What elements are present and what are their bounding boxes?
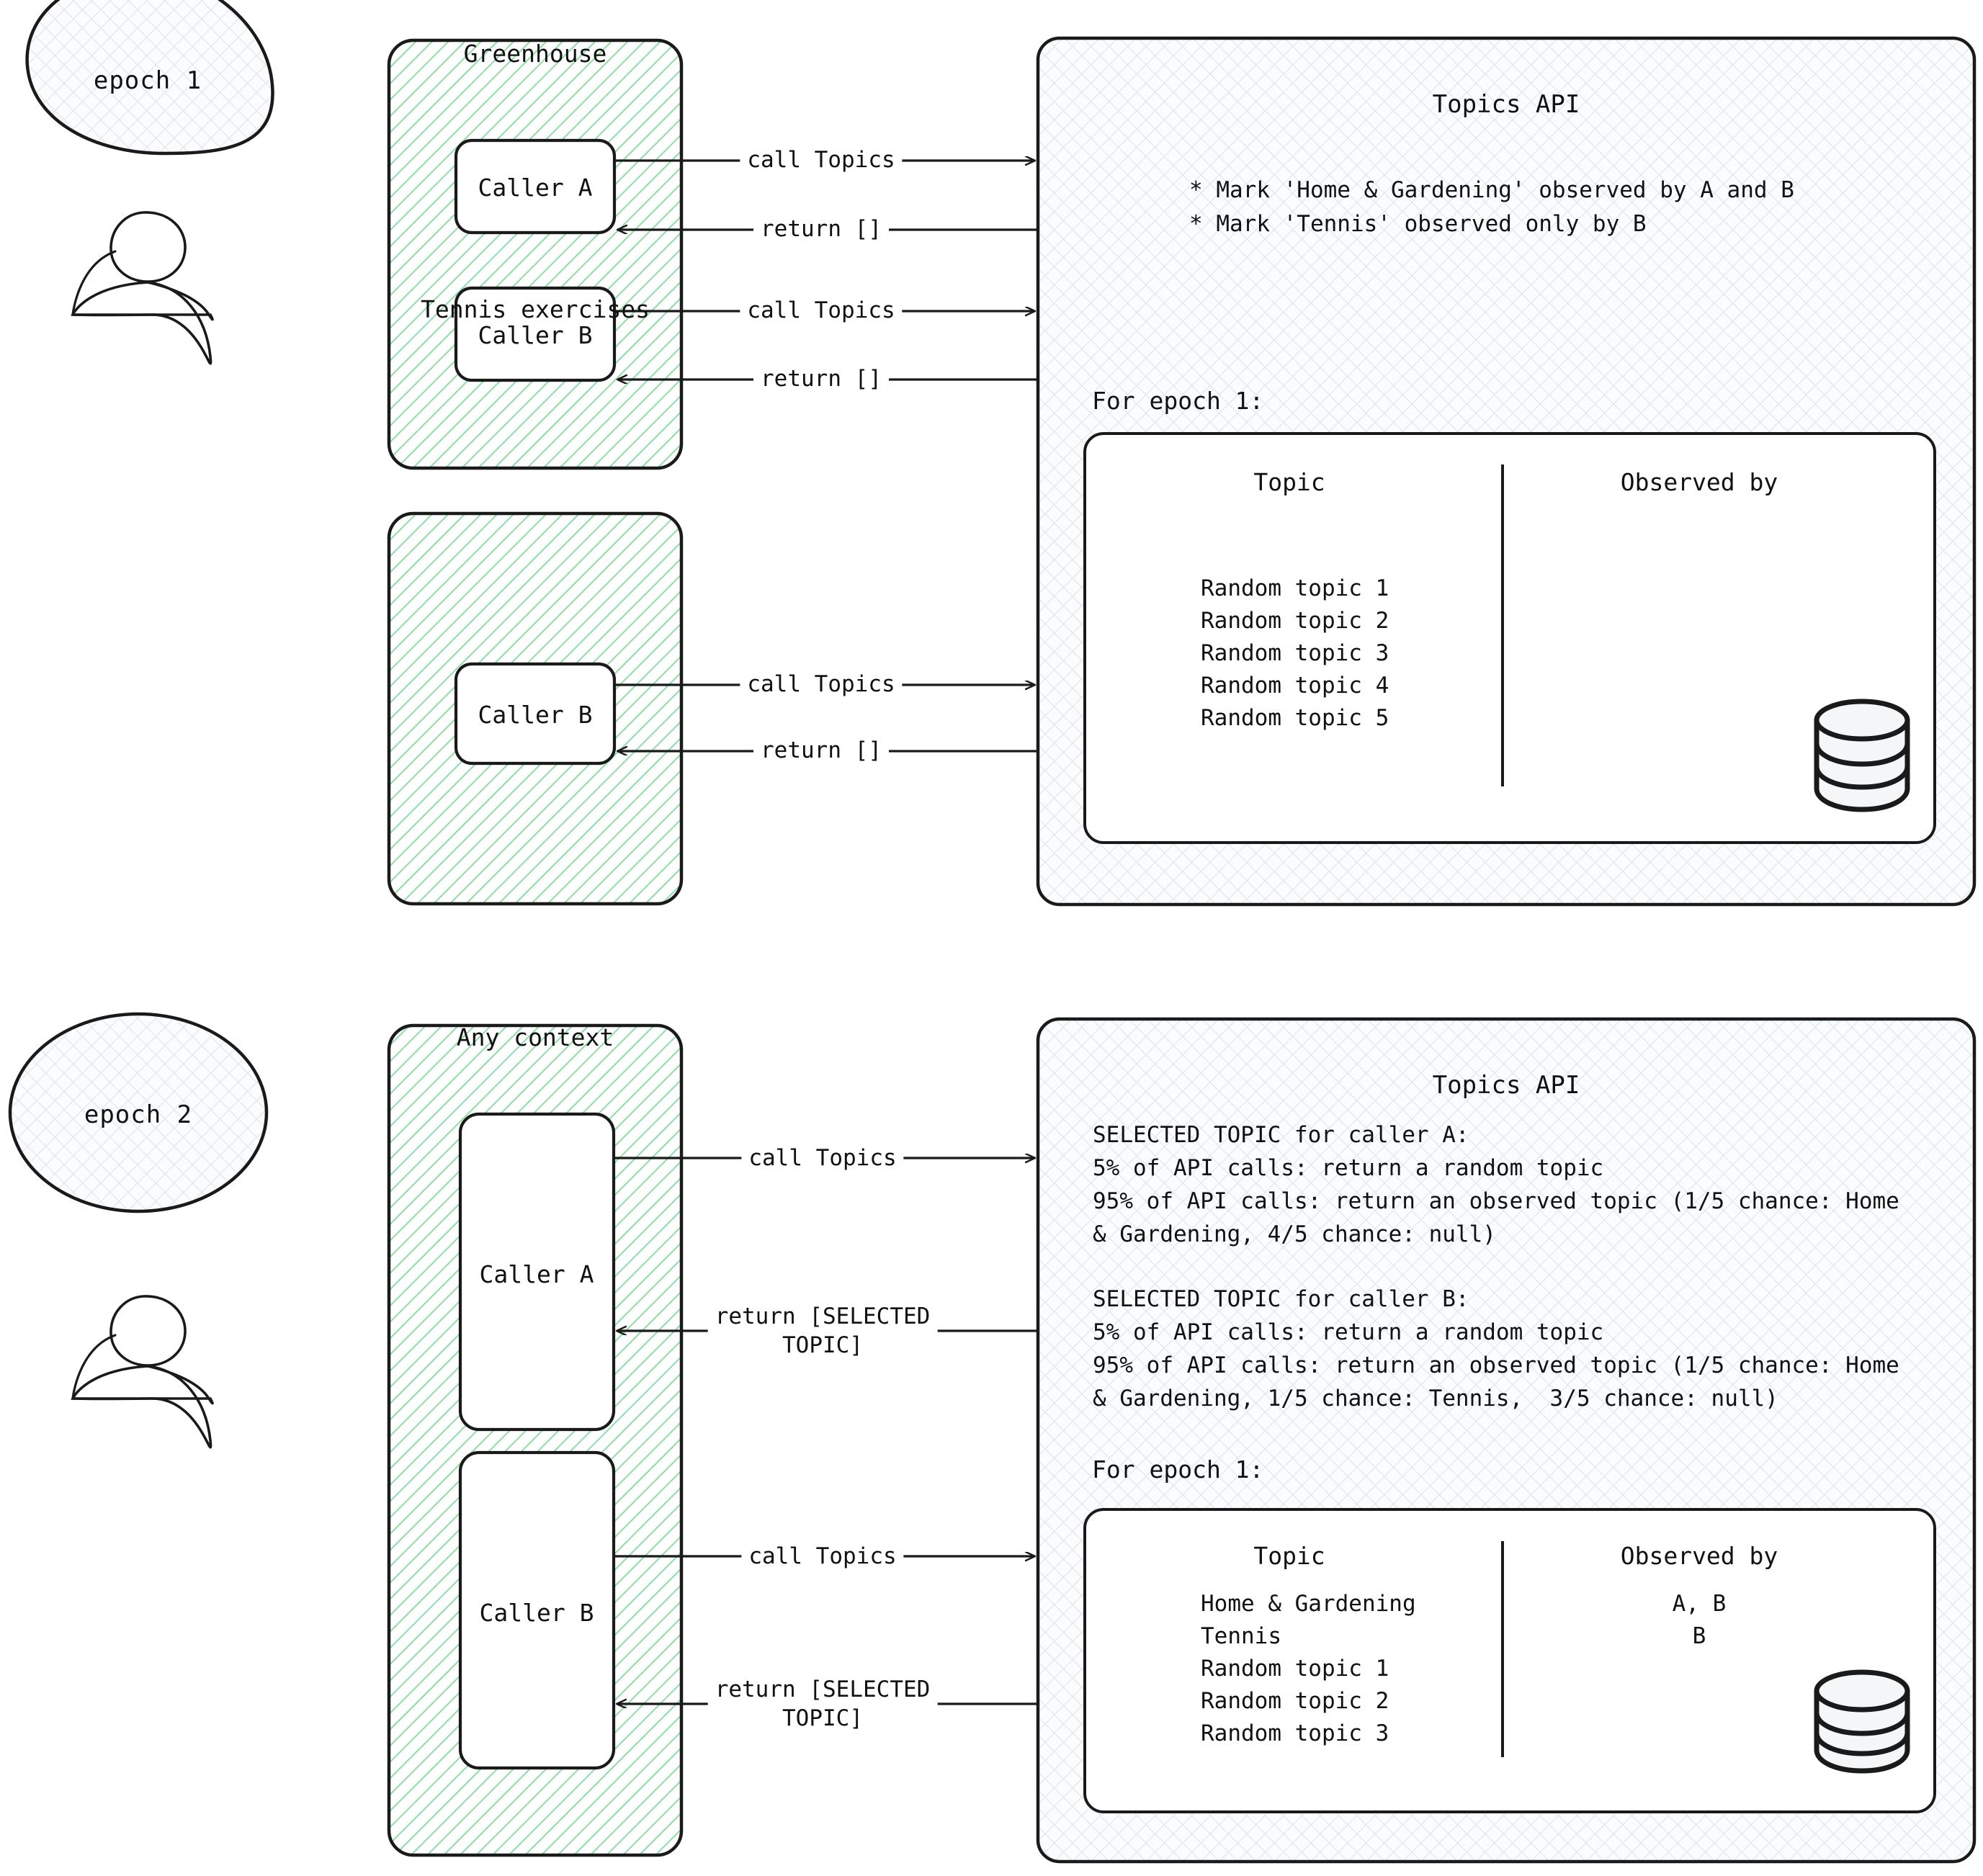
caller-label-b-tennis-e1: Caller B: [478, 701, 593, 729]
api-bullet-1-e1: * Mark 'Home & Gardening' observed by A …: [1189, 177, 1794, 203]
caller-box-a-e1[interactable]: [454, 138, 617, 235]
table-row: Random topic 2: [1201, 1688, 1389, 1714]
table-row: Random topic 1: [1201, 575, 1389, 601]
caller-box-a-e2[interactable]: [458, 1112, 616, 1432]
caller-box-b-e2[interactable]: [458, 1450, 616, 1770]
arrow-label-call-a-e1: call Topics: [740, 144, 903, 176]
topics-api-title-e2: Topics API: [1432, 1071, 1580, 1100]
api-line-1-e2: SELECTED TOPIC for caller A:: [1093, 1122, 1469, 1148]
caller-box-b-e1[interactable]: [454, 286, 617, 382]
table-cell-observed: B: [1692, 1623, 1706, 1649]
api-line-4-e2: & Gardening, 4/5 chance: null): [1093, 1221, 1496, 1247]
arrow-label-return-a-e2: return [SELECTED TOPIC]: [707, 1301, 938, 1361]
api-line-8-e2: 95% of API calls: return an observed top…: [1093, 1352, 1899, 1378]
arrow-label-call-b-tennis-e1: call Topics: [740, 668, 903, 700]
table-col-topic-e1: Topic: [1253, 468, 1325, 496]
caller-label-b-e1: Caller B: [478, 321, 593, 349]
api-line-3-e2: 95% of API calls: return an observed top…: [1093, 1188, 1899, 1214]
epoch-label-2: epoch 2: [84, 1100, 193, 1129]
epoch-label-1: epoch 1: [93, 66, 202, 95]
arrow-label-return-b-e1: return []: [753, 363, 889, 395]
table-cell-observed: A, B: [1672, 1591, 1727, 1617]
arrow-label-call-b-e2: call Topics: [741, 1540, 904, 1572]
caller-label-a-e2: Caller A: [479, 1260, 594, 1288]
arrow-label-return-b-e2: return [SELECTED TOPIC]: [707, 1674, 938, 1734]
table-row: Random topic 5: [1201, 705, 1389, 731]
caller-label-b-e2: Caller B: [479, 1599, 594, 1627]
table-row: Random topic 3: [1201, 1720, 1389, 1746]
table-caption-e2: For epoch 1:: [1092, 1455, 1264, 1484]
epoch2-bubble: [8, 1012, 269, 1213]
caller-label-a-e1: Caller A: [478, 174, 593, 202]
caller-box-b-tennis-e1[interactable]: [454, 662, 617, 766]
epoch1-bubble: [25, 0, 274, 156]
api-line-6-e2: SELECTED TOPIC for caller B:: [1093, 1286, 1469, 1312]
topics-table-card-e1: [1083, 432, 1936, 844]
context-title-tennis-exercises: Tennis exercises: [421, 295, 650, 323]
arrow-label-call-b-e1: call Topics: [740, 295, 903, 326]
table-row: Random topic 1: [1201, 1656, 1389, 1682]
database-cylinder-icon: [1814, 1669, 1910, 1774]
arrow-label-return-b-tennis-e1: return []: [753, 735, 889, 766]
person-icon: [71, 1295, 214, 1449]
api-line-9-e2: & Gardening, 1/5 chance: Tennis, 3/5 cha…: [1093, 1386, 1778, 1412]
api-line-7-e2: 5% of API calls: return a random topic: [1093, 1319, 1604, 1345]
arrow-label-call-a-e2: call Topics: [741, 1142, 904, 1174]
table-row: Tennis: [1201, 1623, 1281, 1649]
table-row: Random topic 3: [1201, 640, 1389, 666]
table-row: Random topic 2: [1201, 608, 1389, 634]
table-row: Random topic 4: [1201, 673, 1389, 699]
topics-api-title-e1: Topics API: [1432, 90, 1580, 119]
context-title-greenhouse: Greenhouse: [463, 40, 607, 68]
person-icon: [71, 211, 214, 365]
arrow-label-return-a-e1: return []: [753, 213, 889, 245]
api-bullet-2-e1: * Mark 'Tennis' observed only by B: [1189, 211, 1647, 237]
table-col-topic-e2: Topic: [1253, 1542, 1325, 1570]
topics-table-card-e2: [1083, 1508, 1936, 1813]
api-line-2-e2: 5% of API calls: return a random topic: [1093, 1155, 1604, 1181]
table-row: Home & Gardening: [1201, 1591, 1416, 1617]
table-col-observed-e1: Observed by: [1620, 468, 1778, 496]
table-col-observed-e2: Observed by: [1620, 1542, 1778, 1570]
table-caption-e1: For epoch 1:: [1092, 387, 1264, 415]
database-cylinder-icon: [1814, 699, 1910, 812]
context-title-any-context: Any context: [456, 1023, 614, 1051]
